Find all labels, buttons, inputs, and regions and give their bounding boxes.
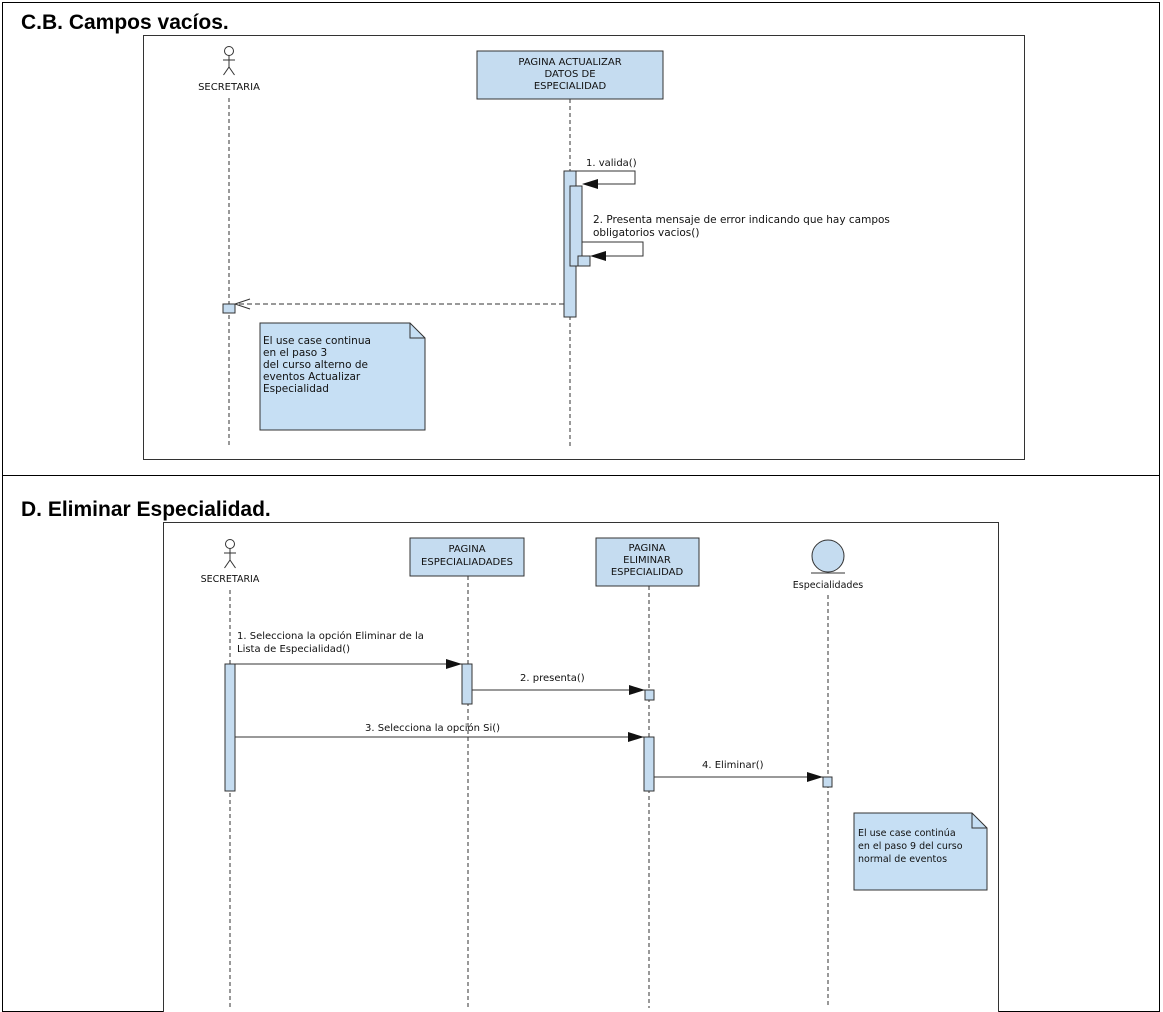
section-cb-heading: C.B. Campos vacíos. <box>21 11 229 34</box>
note-box <box>259 322 426 431</box>
activation-bar-small <box>577 255 591 267</box>
sequence-diagram-d: SECRETARIA PAGINA ESPECIALIADADES PAGINA… <box>163 522 999 1012</box>
actor-activation-small <box>222 303 236 314</box>
entity-label: Especialidades <box>793 580 864 591</box>
note-line-5: Especialidad <box>263 383 329 395</box>
note-line-3: normal de eventos <box>858 854 947 865</box>
sequence-diagram-cb: SECRETARIA PAGINA ACTUALIZAR DATOS DE ES… <box>143 35 1025 460</box>
note-line-1: El use case continúa <box>858 828 956 839</box>
note-line-1: El use case continua <box>263 335 371 347</box>
eliminar-activation-bar <box>643 736 655 792</box>
note-line-2: en el paso 9 del curso <box>858 841 963 852</box>
note-line-3: del curso alterno de <box>263 359 368 371</box>
self-message-1-arrowhead <box>582 179 598 189</box>
message-2-label: 2. presenta() <box>520 673 585 684</box>
activation-bar-nested <box>569 185 583 267</box>
box-especialidades-line-1: PAGINA <box>448 544 485 555</box>
message-1-label: 1. valida() <box>586 158 637 169</box>
note-fold <box>409 323 425 339</box>
message-1-label-line-1: 1. Selecciona la opción Eliminar de la <box>237 630 424 642</box>
page-box-line-3: ESPECIALIDAD <box>534 81 607 92</box>
self-message-2-arrow <box>582 241 644 257</box>
sequence-diagram-cb-canvas: SECRETARIA PAGINA ACTUALIZAR DATOS DE ES… <box>198 46 890 446</box>
entity-icon <box>811 539 845 574</box>
sequence-diagram-d-canvas: SECRETARIA PAGINA ESPECIALIADADES PAGINA… <box>201 537 988 1008</box>
table-row-divider <box>2 475 1160 476</box>
note-line-4: eventos Actualizar <box>263 371 361 383</box>
actor-label: SECRETARIA <box>201 574 260 585</box>
note-fold <box>971 813 987 829</box>
entity-activation-small <box>822 776 833 788</box>
message-2-label-line-2: obligatorios vacios() <box>593 227 699 239</box>
box-especialidades <box>409 537 525 577</box>
message-1-label-line-2: Lista de Especialidad() <box>237 644 350 655</box>
actor-icon <box>223 46 235 76</box>
eliminar-activation-small <box>644 689 655 701</box>
note-line-2: en el paso 3 <box>263 347 327 359</box>
box-eliminar <box>595 537 700 587</box>
message-3-label: 3. Selecciona la opción Si() <box>365 722 500 734</box>
actor-activation-bar <box>224 663 236 792</box>
page-box-line-2: DATOS DE <box>544 69 595 80</box>
self-message-1-arrow <box>576 170 636 185</box>
box-eliminar-line-3: ESPECIALIDAD <box>611 567 684 578</box>
page-box-actualizar <box>476 50 664 100</box>
box-eliminar-line-2: ELIMINAR <box>623 555 671 566</box>
message-1-arrowhead <box>446 659 462 669</box>
note-box <box>853 812 988 891</box>
message-4-label: 4. Eliminar() <box>702 760 764 771</box>
actor-icon <box>224 539 236 569</box>
especialidades-activation-bar <box>461 663 473 705</box>
message-3-arrowhead <box>628 732 644 742</box>
section-d-heading: D. Eliminar Especialidad. <box>21 498 271 521</box>
message-2-label-line-1: 2. Presenta mensaje de error indicando q… <box>593 214 890 226</box>
message-4-arrowhead <box>807 772 823 782</box>
box-especialidades-line-2: ESPECIALIADADES <box>421 557 513 568</box>
self-message-2-arrowhead <box>590 251 606 261</box>
message-2-arrowhead <box>629 685 645 695</box>
box-eliminar-line-1: PAGINA <box>628 543 665 554</box>
page-box-line-1: PAGINA ACTUALIZAR <box>518 57 621 68</box>
actor-label: SECRETARIA <box>198 82 260 93</box>
